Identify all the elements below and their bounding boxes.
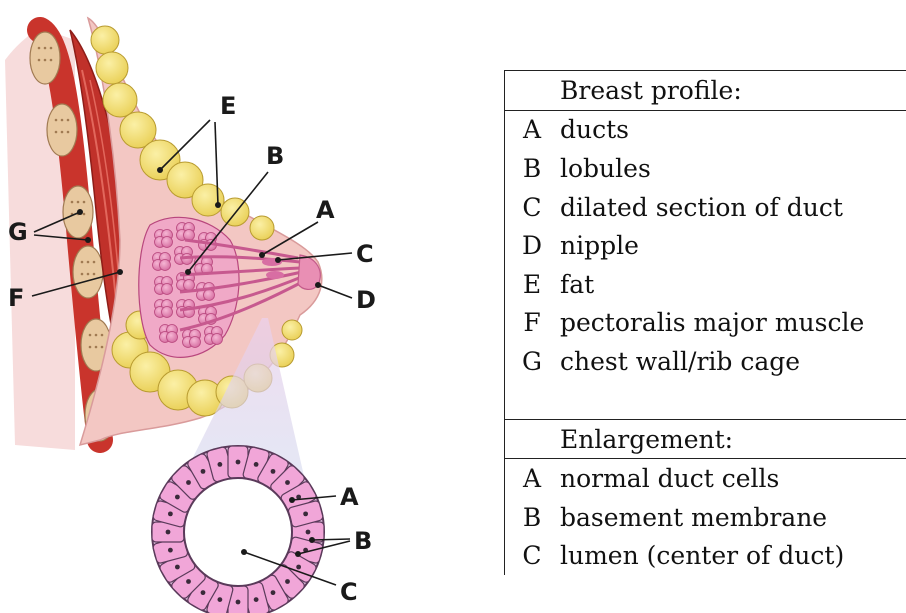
legend-text: ducts <box>560 115 906 144</box>
lobule <box>167 332 178 343</box>
legend-text: fat <box>560 270 906 299</box>
legend-text: basement membrane <box>560 503 906 532</box>
legend-text: pectoralis major muscle <box>560 308 906 337</box>
rib <box>30 32 60 84</box>
label-d: D <box>356 286 376 314</box>
rib <box>73 246 103 298</box>
breast-anatomy-diagram: E B A C D G F A B C <box>0 0 470 613</box>
lobule <box>184 280 195 291</box>
lobule <box>162 237 173 248</box>
legend-text: dilated section of duct <box>560 193 906 222</box>
rib <box>47 104 77 156</box>
legend-key: G <box>504 347 560 376</box>
legend-key: A <box>504 464 560 493</box>
fat-lobe <box>96 52 128 84</box>
fat-lobe <box>103 83 137 117</box>
legend-heading-enlargement: Enlargement: <box>504 420 906 459</box>
lobule <box>162 307 173 318</box>
legend-text: nipple <box>560 231 906 260</box>
lobule <box>204 290 215 301</box>
fat-lobe <box>192 184 224 216</box>
label-enlarge-a: A <box>340 483 359 511</box>
legend-text: lumen (center of duct) <box>560 541 906 570</box>
duct-cross-section <box>152 446 324 613</box>
label-enlarge-c: C <box>340 578 358 606</box>
label-f: F <box>8 284 24 312</box>
legend-key: F <box>504 308 560 337</box>
legend-left-border <box>504 70 505 575</box>
legend-text: normal duct cells <box>560 464 906 493</box>
legend-key: B <box>504 503 560 532</box>
lobule <box>160 260 171 271</box>
legend-heading-profile: Breast profile: <box>504 71 906 110</box>
label-g: G <box>8 218 28 246</box>
label-c: C <box>356 240 374 268</box>
lobule <box>190 337 201 348</box>
legend-key: E <box>504 270 560 299</box>
fat-lobe <box>282 320 302 340</box>
label-e: E <box>220 92 236 120</box>
legend-heading-enlargement-text: Enlargement: <box>560 425 906 454</box>
legend-key: D <box>504 231 560 260</box>
legend-heading-profile-text: Breast profile: <box>560 76 906 105</box>
label-enlarge-b: B <box>354 527 372 555</box>
lobule <box>162 284 173 295</box>
legend-key: B <box>504 154 560 183</box>
fat-lobe <box>250 216 274 240</box>
label-b: B <box>266 142 284 170</box>
legend-key: C <box>504 541 560 570</box>
legend-key: C <box>504 193 560 222</box>
lobule <box>212 334 223 345</box>
label-a: A <box>316 196 335 224</box>
fat-lobe <box>91 26 119 54</box>
legend-key: A <box>504 115 560 144</box>
legend-text: chest wall/rib cage <box>560 347 906 376</box>
legend-text: lobules <box>560 154 906 183</box>
